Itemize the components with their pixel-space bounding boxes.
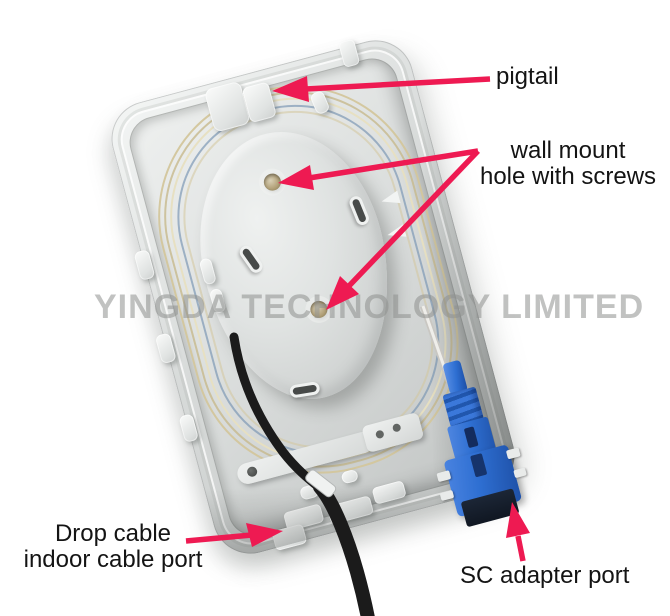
arrow-pigtail (272, 76, 491, 102)
label-wall-mount-line1: wall mount (510, 137, 626, 164)
watermark-text: YINGDA TECHNOLOGY LIMITED (94, 288, 645, 326)
label-wall-mount-hole: wall mount hole with screws (462, 138, 670, 190)
arrow-wall-mount-lower (326, 149, 480, 310)
label-wall-mount-line2: hole with screws (479, 163, 657, 190)
cable-tie (305, 469, 337, 498)
arrow-wall-mount-upper (278, 148, 479, 190)
label-pigtail: pigtail (496, 63, 559, 90)
label-drop-cable-port: Drop cable indoor cable port (8, 521, 218, 573)
arrow-sc-adapter-port (506, 502, 530, 562)
drop-cable (313, 480, 375, 616)
label-sc-adapter-port: SC adapter port (460, 562, 630, 589)
arrow-drop-cable-port (185, 523, 283, 547)
label-drop-cable-line1: Drop cable (54, 520, 172, 547)
label-drop-cable-line2: indoor cable port (23, 546, 203, 573)
